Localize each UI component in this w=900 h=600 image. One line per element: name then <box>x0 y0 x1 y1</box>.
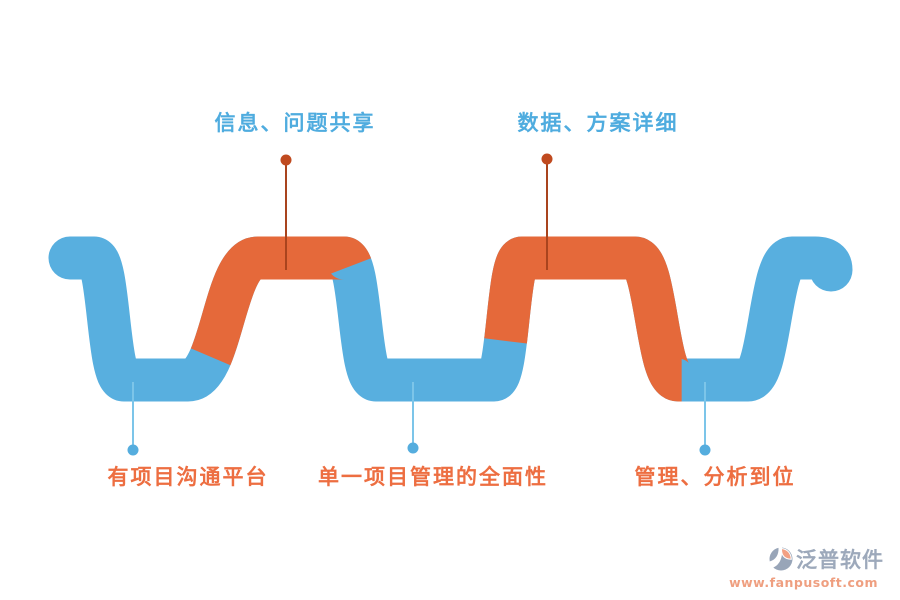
logo-website: www.fanpusoft.com <box>729 575 878 590</box>
top-connector-dot-1 <box>280 154 292 166</box>
top-label-2: 数据、方案详细 <box>517 111 679 135</box>
logo-text: 泛普软件 <box>796 548 884 572</box>
wave-ribbon-blue <box>48 236 853 402</box>
fanpu-branding: 泛普软件 www.fanpusoft.com <box>729 544 884 590</box>
top-connector-dot-2 <box>541 153 553 165</box>
bottom-label-1: 有项目沟通平台 <box>107 465 269 489</box>
fanpu-logo-icon <box>769 547 793 571</box>
bottom-connector-dot-1 <box>127 444 139 456</box>
bottom-label-2: 单一项目管理的全面性 <box>318 465 548 489</box>
top-label-1: 信息、问题共享 <box>214 111 376 135</box>
bottom-connector-dot-3 <box>699 444 711 456</box>
bottom-label-3: 管理、分析到位 <box>634 465 796 489</box>
bottom-connector-dot-2 <box>407 442 419 454</box>
